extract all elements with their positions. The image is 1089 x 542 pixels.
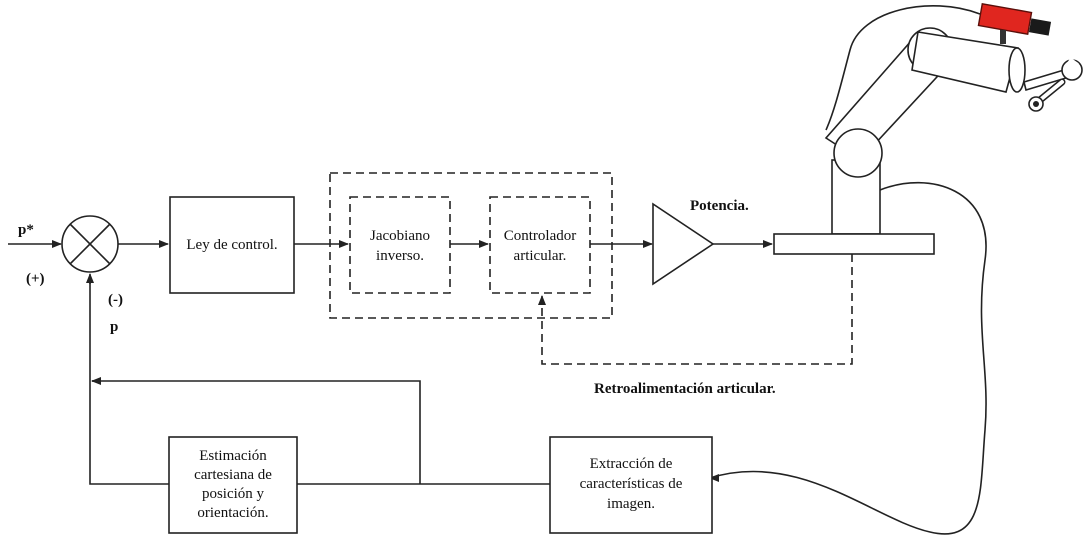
joint-loop-dashed-group bbox=[329, 172, 613, 319]
wrench-icon bbox=[1028, 57, 1083, 112]
pose-estimation-line4: orientación. bbox=[197, 505, 268, 521]
minus-sign-label: (-) bbox=[108, 292, 123, 308]
power-label: Potencia. bbox=[690, 198, 749, 214]
reference-label: p* bbox=[18, 222, 34, 238]
camera-icon bbox=[977, 3, 1052, 44]
feature-extraction-line2: características de bbox=[580, 476, 683, 492]
joint-controller-line2: articular. bbox=[514, 248, 567, 264]
pose-estimation-line3: posición y bbox=[202, 486, 265, 502]
robot-elbow-joint bbox=[833, 128, 883, 178]
control-law-label: Ley de control. bbox=[186, 237, 277, 253]
robot-wrist bbox=[1008, 47, 1026, 93]
power-amplifier bbox=[652, 202, 715, 286]
robot-base-bar bbox=[773, 233, 935, 255]
estimation-to-junction-path bbox=[89, 276, 169, 485]
upper-feedback-path bbox=[92, 380, 421, 484]
pose-estimation-line2: cartesiana de bbox=[194, 467, 272, 483]
feature-extraction-block: Extracción de características de imagen. bbox=[549, 436, 713, 534]
camera-cable bbox=[709, 5, 987, 535]
joint-controller-block: Controlador articular. bbox=[489, 196, 591, 294]
summing-junction bbox=[61, 215, 119, 273]
pose-estimation-block: Estimación cartesiana de posición y orie… bbox=[168, 436, 298, 534]
feature-extraction-line1: Extracción de bbox=[590, 456, 673, 472]
feature-extraction-line3: imagen. bbox=[607, 496, 655, 512]
pose-estimation-line1: Estimación bbox=[199, 448, 267, 464]
robot-arm-illustration bbox=[824, 3, 1083, 235]
joint-feedback-path bbox=[541, 254, 853, 365]
inverse-jacobian-line2: inverso. bbox=[376, 248, 424, 264]
joint-feedback-label: Retroalimentación articular. bbox=[594, 381, 776, 397]
robot-upper-link bbox=[911, 31, 1020, 93]
feedback-p-label: p bbox=[110, 319, 118, 335]
inverse-jacobian-line1: Jacobiano bbox=[370, 228, 430, 244]
joint-controller-line1: Controlador bbox=[504, 228, 577, 244]
inverse-jacobian-block: Jacobiano inverso. bbox=[349, 196, 451, 294]
control-law-block: Ley de control. bbox=[169, 196, 295, 294]
plus-sign-label: (+) bbox=[26, 271, 45, 287]
